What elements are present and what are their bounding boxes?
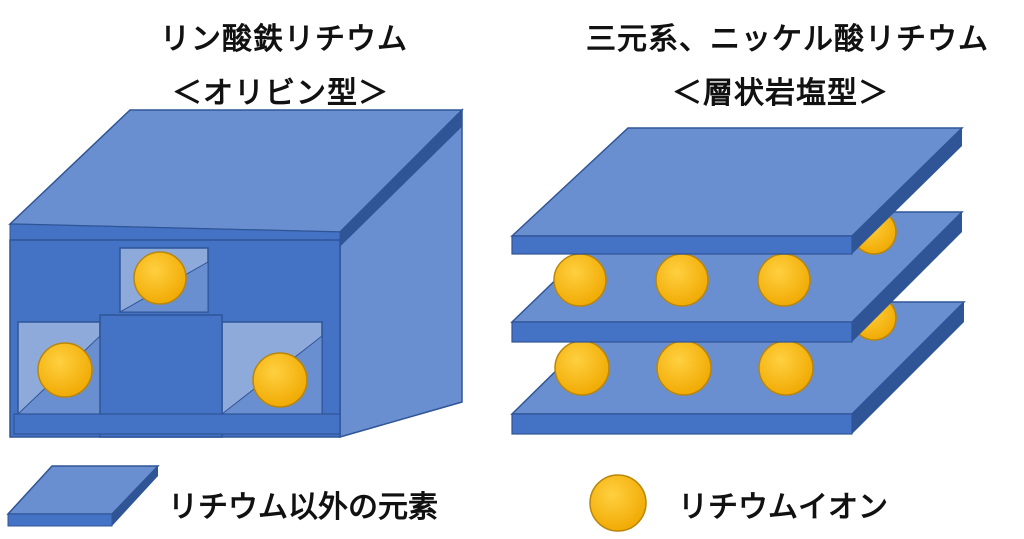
legend-other-elements-label: リチウム以外の元素 <box>168 490 438 525</box>
layered-lithium-ion <box>655 253 709 307</box>
layered-subtitle: ＜層状岩塩型＞ <box>672 76 889 111</box>
layered-lithium-ion <box>553 253 607 307</box>
layered-lithium-ion <box>757 253 811 307</box>
layered-title: 三元系、ニッケル酸リチウム <box>586 22 989 57</box>
olivine-structure <box>8 108 464 438</box>
olivine-lithium-ion <box>133 251 187 305</box>
olivine-subtitle: ＜オリビン型＞ <box>172 76 389 111</box>
legend-lithium-ion-label: リチウムイオン <box>678 490 888 525</box>
layered-lithium-ion <box>656 340 712 396</box>
layered-lithium-ion <box>758 340 814 396</box>
olivine-title: リン酸鉄リチウム <box>160 22 408 57</box>
legend-other-elements-swatch <box>6 465 160 527</box>
layered-lithium-ion <box>554 340 610 396</box>
olivine-lithium-ion <box>37 342 93 398</box>
olivine-lithium-ion <box>252 352 308 408</box>
layered-structure <box>510 127 966 435</box>
legend-lithium-ion-swatch <box>589 474 647 532</box>
layered-slab-top <box>510 127 964 255</box>
olivine-bottom-plate <box>13 413 341 435</box>
